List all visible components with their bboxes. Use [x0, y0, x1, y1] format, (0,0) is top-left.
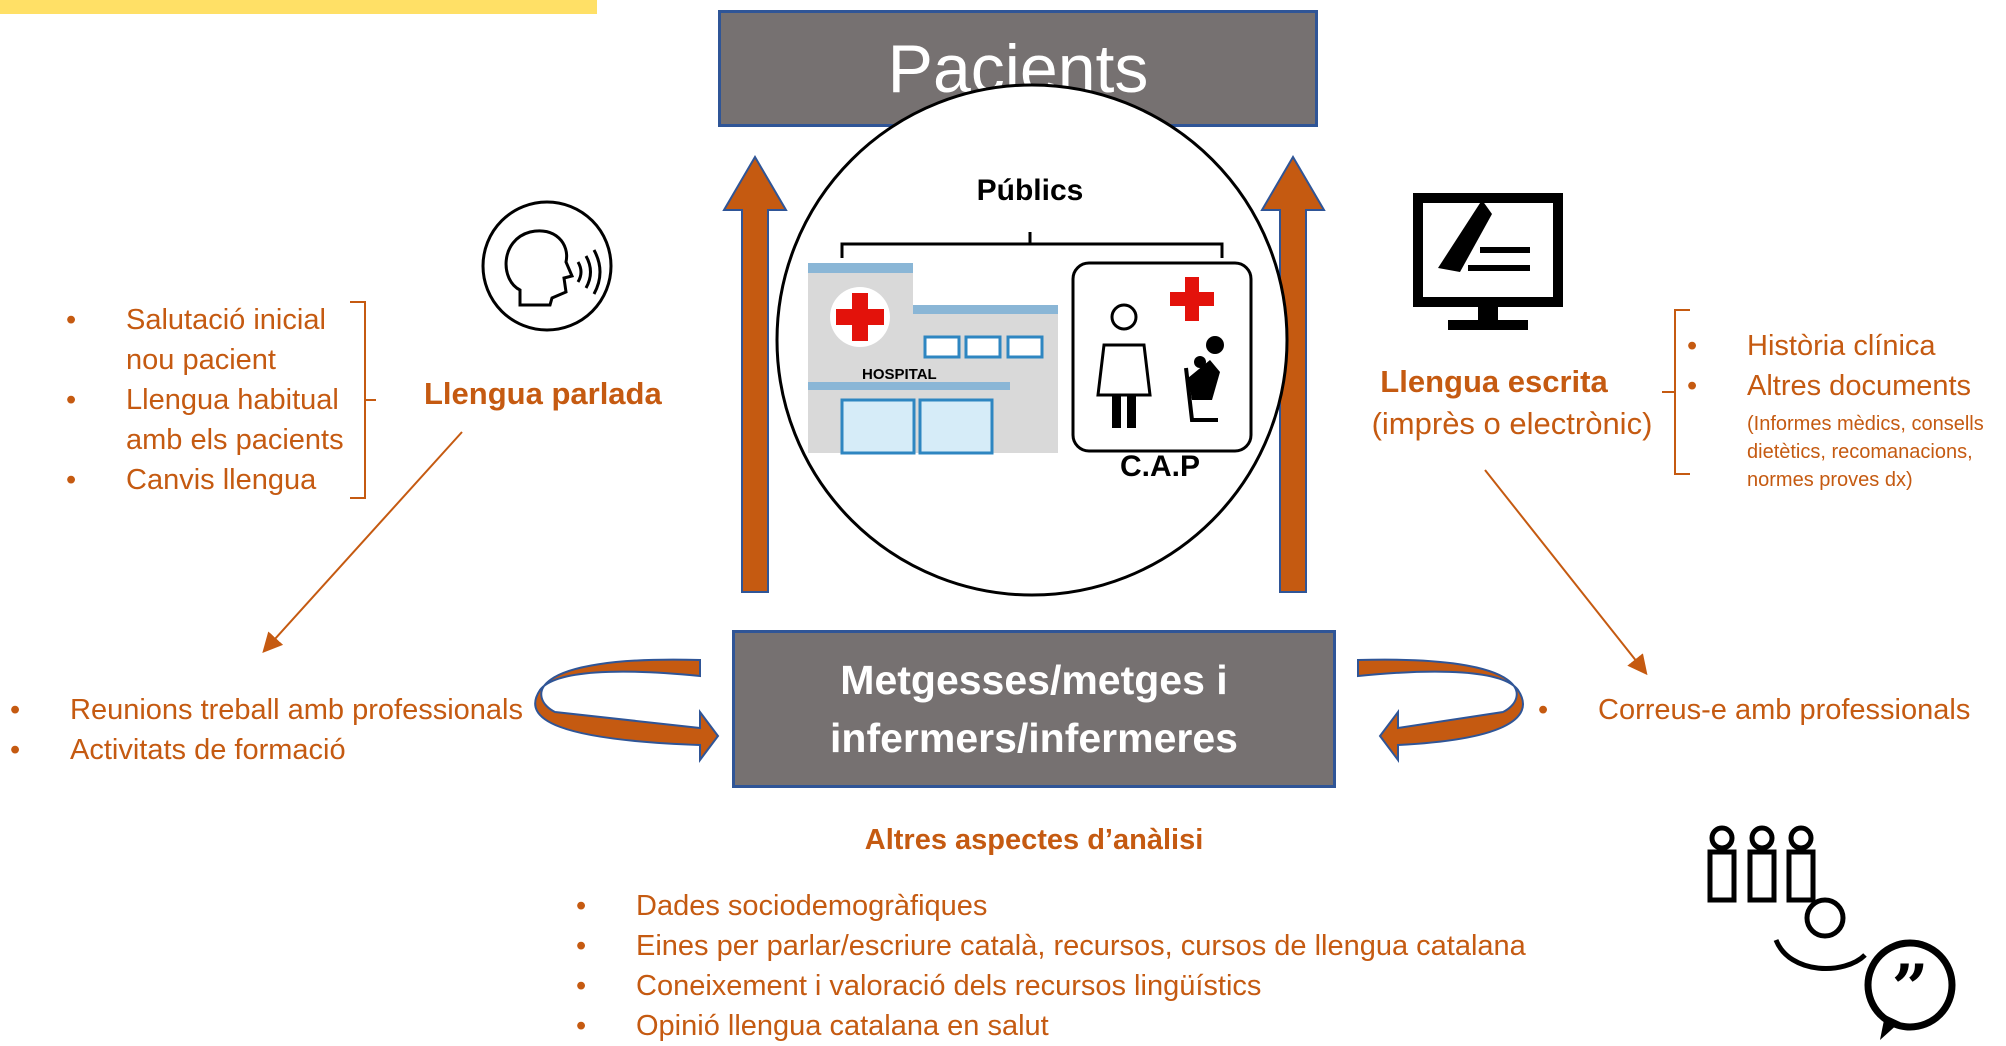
curved-arrow-left: [534, 658, 720, 763]
curved-arrow-right: [1357, 658, 1524, 763]
emails-items-list: Correus-e amb professionals: [1538, 690, 1998, 730]
cap-clinic-icon: [1071, 261, 1253, 453]
spoken-item: Salutació inicial nou pacient: [66, 300, 356, 380]
professionals-box: Metgesses/metges i infermers/infermeres: [732, 630, 1336, 788]
emails-item: Correus-e amb professionals: [1538, 690, 1998, 730]
meetings-item: Activitats de formació: [10, 730, 570, 770]
written-item: Història clínica: [1687, 326, 2006, 366]
other-aspect-item: Dades sociodemogràfiques: [576, 886, 1676, 926]
spoken-item: Canvis llengua: [66, 460, 356, 500]
meetings-item: Reunions treball amb professionals: [10, 690, 570, 730]
hospital-label: HOSPITAL: [862, 366, 937, 383]
publics-brace: [840, 232, 1224, 258]
hospital-icon: [808, 263, 1058, 455]
other-aspect-item: Eines per parlar/escriure català, recurs…: [576, 926, 1676, 966]
professionals-label-line2: infermers/infermeres: [830, 715, 1238, 761]
header-accent-bar: [0, 0, 597, 14]
meetings-items-list: Reunions treball amb professionals Activ…: [10, 690, 570, 770]
svg-text:”: ”: [1892, 951, 1929, 1026]
up-arrow-right: [1260, 155, 1326, 593]
professionals-label-line1: Metgesses/metges i: [840, 657, 1228, 703]
written-pointer-line: [1484, 469, 1648, 676]
spoken-items-list: Salutació inicial nou pacient Llengua ha…: [66, 300, 356, 500]
other-aspects-list: Dades sociodemogràfiques Eines per parla…: [576, 886, 1676, 1046]
written-bracket: [1662, 309, 1690, 475]
speaking-head-icon: [481, 200, 613, 332]
written-language-sublabel: (imprès o electrònic): [1371, 406, 1653, 441]
spoken-bracket: [350, 301, 376, 499]
spoken-item: Llengua habitual amb els pacients: [66, 380, 356, 460]
written-items-list: Història clínica Altres documents: [1687, 326, 2006, 406]
spoken-language-label: Llengua parlada: [424, 376, 662, 411]
publics-label: Públics: [976, 174, 1084, 207]
up-arrow-left: [722, 155, 788, 593]
written-item: Altres documents: [1687, 366, 2006, 406]
computer-writing-icon: [1413, 193, 1563, 330]
written-language-label: Llengua escrita: [1380, 364, 1608, 399]
other-aspects-title: Altres aspectes d’anàlisi: [864, 824, 1204, 856]
other-aspect-item: Coneixement i valoració dels recursos li…: [576, 966, 1676, 1006]
written-note: (Informes mèdics, consells dietètics, re…: [1747, 413, 1984, 491]
other-aspect-item: Opinió llengua catalana en salut: [576, 1006, 1676, 1046]
spoken-pointer-line: [262, 431, 463, 653]
people-gear-speech-icon: ”: [1707, 825, 1956, 1040]
cap-label: C.A.P: [1120, 450, 1201, 483]
